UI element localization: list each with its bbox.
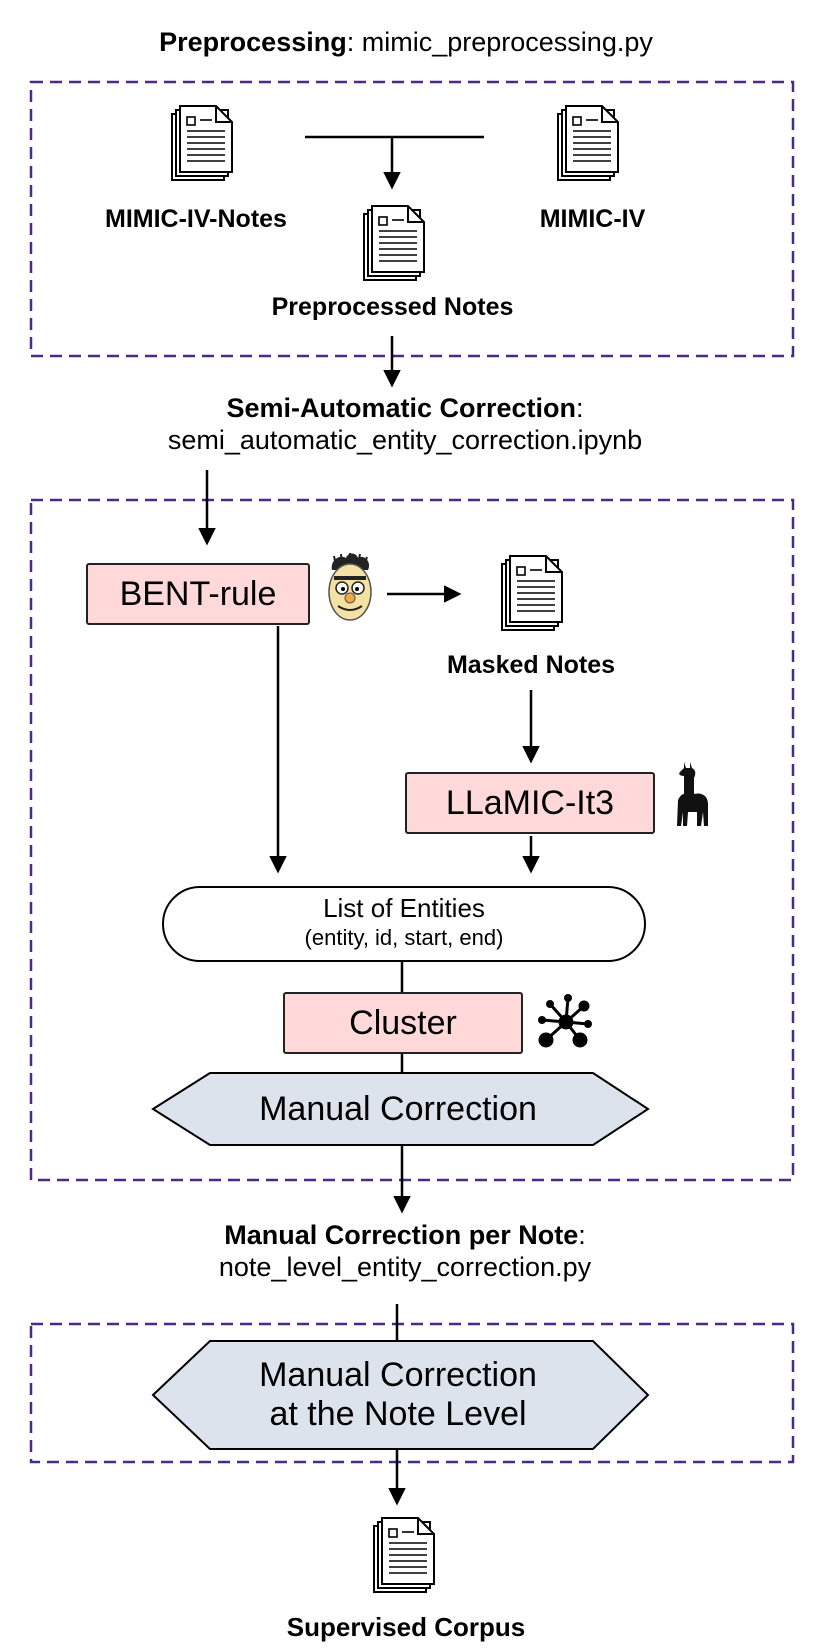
preprocessed-notes-document-icon bbox=[363, 205, 425, 281]
note-level-heading-file: note_level_entity_correction.py bbox=[218, 1252, 592, 1282]
note-level-box bbox=[29, 1322, 795, 1464]
semi-automatic-heading-bold: Semi-Automatic Correction bbox=[226, 393, 577, 423]
semi-automatic-heading-file: semi_automatic_entity_correction.ipynb bbox=[167, 425, 643, 455]
llamic-it3-box: LLaMIC-It3 bbox=[405, 772, 655, 834]
bert-face-icon bbox=[328, 553, 372, 621]
cluster-graph-icon bbox=[538, 994, 592, 1048]
masked-notes-document-icon bbox=[501, 555, 563, 631]
semi-automatic-box bbox=[29, 498, 795, 1182]
preprocessing-heading-file: mimic_preprocessing.py bbox=[361, 27, 653, 57]
preprocessing-heading-sep: : bbox=[346, 27, 355, 57]
mimic-iv-document-icon bbox=[557, 105, 619, 181]
llama-icon bbox=[677, 762, 708, 826]
note-level-heading: Manual Correction per Note: bbox=[0, 1219, 810, 1251]
note-level-heading-bold: Manual Correction per Note bbox=[224, 1220, 579, 1250]
semi-automatic-heading-sep: : bbox=[576, 393, 584, 423]
cluster-box: Cluster bbox=[283, 992, 523, 1054]
note-level-correction-shape bbox=[151, 1340, 650, 1450]
note-level-correction-label-2: at the Note Level bbox=[269, 1395, 527, 1433]
mimic-iv-label: MIMIC-IV bbox=[539, 205, 646, 233]
mimic-iv-notes-document-icon bbox=[171, 105, 233, 181]
bent-rule-box: BENT-rule bbox=[86, 563, 310, 625]
supervised-corpus-document-icon bbox=[373, 1517, 435, 1593]
supervised-corpus-label: Supervised Corpus bbox=[286, 1612, 526, 1642]
masked-notes-label: Masked Notes bbox=[446, 651, 616, 679]
semi-automatic-heading: Semi-Automatic Correction: bbox=[0, 392, 810, 424]
preprocessing-heading: Preprocessing: mimic_preprocessing.py bbox=[0, 26, 812, 58]
manual-correction-shape bbox=[151, 1072, 650, 1146]
list-of-entities-title: List of Entities bbox=[323, 893, 485, 923]
preprocessed-notes-label: Preprocessed Notes bbox=[271, 293, 514, 321]
list-of-entities-shape bbox=[162, 886, 646, 962]
preprocessing-heading-bold: Preprocessing bbox=[159, 27, 347, 57]
manual-correction-label: Manual Correction bbox=[259, 1090, 537, 1128]
preprocessing-box bbox=[29, 80, 795, 358]
note-level-correction-label-1: Manual Correction bbox=[259, 1356, 537, 1394]
list-of-entities-subtitle: (entity, id, start, end) bbox=[304, 925, 504, 950]
mimic-iv-notes-label: MIMIC-IV-Notes bbox=[105, 205, 287, 233]
note-level-heading-sep: : bbox=[578, 1220, 586, 1250]
